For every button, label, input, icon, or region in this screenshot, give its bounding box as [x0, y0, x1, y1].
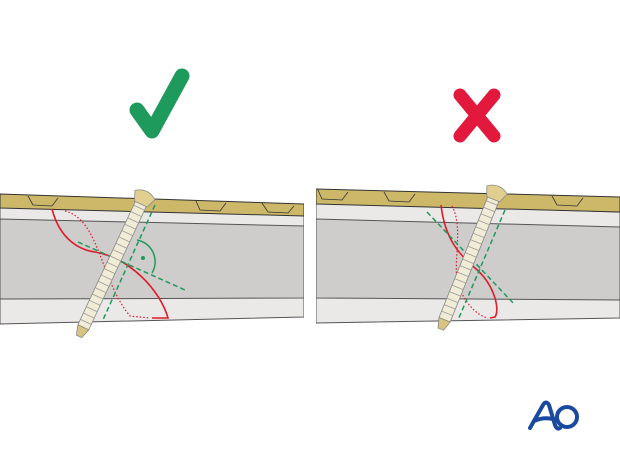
- screw-axis: [101, 204, 156, 323]
- screw: [75, 189, 156, 339]
- plate-holes: [27, 195, 295, 214]
- plate: [316, 188, 620, 213]
- panel-incorrect: [316, 88, 620, 331]
- perpendicular-axis: [77, 241, 186, 291]
- right-angle-dot: [141, 256, 145, 260]
- fracture-line: [440, 204, 498, 319]
- plate: [0, 193, 304, 217]
- screw-axis: [457, 209, 506, 321]
- bone-medulla: [0, 218, 304, 300]
- cross-icon: [453, 88, 501, 143]
- ao-logo: [528, 400, 579, 431]
- check-icon: [129, 68, 190, 139]
- right-angle-arc: [136, 239, 156, 274]
- plate-holes: [317, 189, 584, 207]
- screw: [437, 184, 508, 331]
- panel-correct: [0, 68, 304, 339]
